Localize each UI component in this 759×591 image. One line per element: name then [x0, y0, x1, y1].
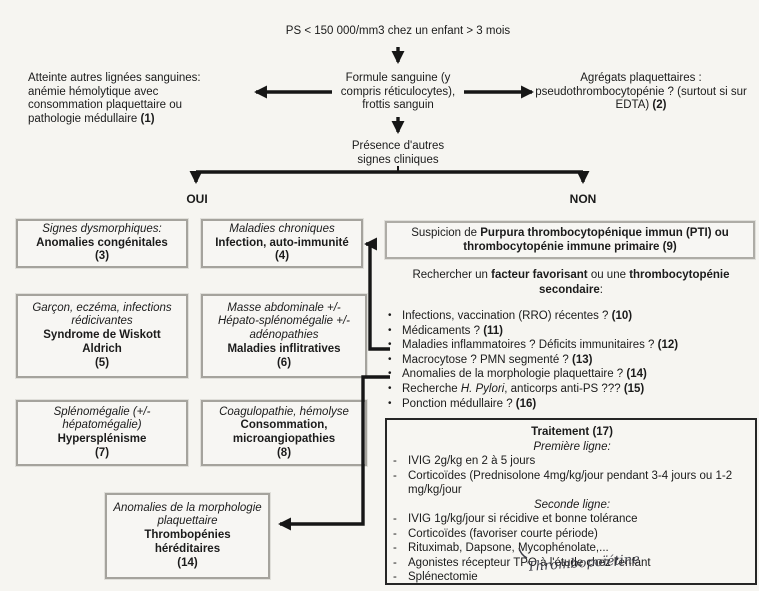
treatment-box: Traitement (17) Première ligne: - IVIG 2…: [385, 418, 757, 585]
dash-icon: -: [393, 556, 397, 569]
note-agregats: Agrégats plaquettaires : pseudothrombocy…: [528, 72, 754, 113]
node-box-5: Garçon, eczéma, infections rédicivantes …: [16, 294, 188, 378]
list-item: • Anomalies de la morphologie plaquettai…: [388, 367, 756, 382]
non-label: NON: [569, 192, 597, 206]
ref-2: (2): [652, 99, 667, 112]
box-6-condition: Masse abdominale +/- Hépato-splénomégali…: [217, 301, 350, 342]
secondary-causes-list: • Infections, vaccination (RRO) récentes…: [388, 309, 756, 411]
start-condition-text: PS < 150 000/mm3 chez un enfant > 3 mois: [285, 25, 511, 37]
box-4-diagnosis: Infection, auto-immunité: [215, 236, 349, 249]
bullet-ref: (16): [515, 397, 537, 410]
bullet-ref: (12): [657, 339, 679, 352]
treatment-item: - Corticoïdes (favoriser courte période): [393, 527, 598, 540]
bullet-ref: (14): [626, 368, 647, 381]
treatment-title: Traitement (17): [531, 426, 613, 438]
bullet-icon: •: [388, 368, 392, 380]
list-item: • Maladies inflammatoires ? Déficits imm…: [388, 338, 756, 353]
note-atteinte-lignees: Atteinte autres lignées sanguines: anémi…: [28, 72, 228, 126]
search-b2: thrombocytopénie secondaire: [539, 269, 730, 296]
box-7-diagnosis: Hypersplénisme: [57, 433, 147, 445]
bullet-ref: (11): [483, 324, 504, 337]
list-item: • Recherche H. Pylori, anticorps anti-PS…: [388, 382, 645, 395]
box-14-condition: Anomalies de la morphologie plaquettaire: [113, 501, 262, 528]
box-8-condition: Coagulopathie, hémolyse: [219, 405, 349, 418]
treatment-item: - IVIG 2g/kg en 2 à 5 jours: [393, 455, 536, 467]
treatment-first-line-header: Première ligne:: [533, 440, 611, 453]
box-5-condition: Garçon, eczéma, infections rédicivantes: [32, 301, 172, 328]
dash-icon: -: [393, 542, 397, 554]
dash-icon: -: [393, 455, 397, 467]
bullet-ref: (10): [611, 310, 633, 322]
list-item: • Infections, vaccination (RRO) récentes…: [388, 309, 756, 324]
box-14-ref: (14): [177, 556, 198, 569]
pti-suspicion-box: Suspicion de Purpura thrombocytopénique …: [385, 221, 755, 259]
box-6-ref: (6): [276, 356, 292, 369]
note-agregats-text: Agrégats plaquettaires : pseudothrombocy…: [535, 72, 747, 112]
bullet-icon: •: [388, 397, 392, 409]
box-4-ref: (4): [274, 250, 290, 263]
oui-label: OUI: [186, 192, 208, 206]
bullet-icon: •: [388, 324, 392, 336]
dash-icon: -: [393, 513, 397, 525]
bullet-ref: (13): [572, 353, 593, 366]
box-5-diagnosis: Syndrome de Wiskott Aldrich: [43, 329, 161, 355]
pti-suspicion-diagnosis: Purpura thrombocytopénique immun (PTI) o…: [463, 227, 729, 253]
bullet-text: Infections, vaccination (RRO) récentes ?: [402, 310, 612, 322]
bullet-icon: •: [388, 310, 392, 321]
bullet-text: Ponction médullaire ?: [402, 397, 516, 410]
node-box-4: Maladies chroniques Infection, auto-immu…: [201, 219, 363, 268]
bullet-text: Macrocytose ? PMN segmenté ?: [402, 353, 573, 366]
box-5-ref: (5): [94, 356, 110, 369]
node-box-14: Anomalies de la morphologie plaquettaire…: [105, 493, 270, 579]
search-p1: Rechercher un: [412, 269, 492, 281]
presence-signes-text: Présence d'autres signes cliniques: [351, 140, 445, 166]
box-4-condition: Maladies chroniques: [229, 222, 335, 235]
treatment-item: - Corticoïdes (Prednisolone 4mg/kg/jour …: [393, 469, 733, 497]
dash-icon: -: [393, 527, 397, 540]
bullet-text: Recherche: [402, 382, 461, 395]
box-3-condition: Signes dysmorphiques:: [42, 222, 162, 235]
node-box-7: Splénomégalie (+/- hépatomégalie) Hypers…: [16, 400, 188, 466]
search-p2: ou une: [587, 269, 630, 281]
box-8-diagnosis: Consommation, microangiopathies: [232, 419, 336, 445]
treatment-item: - Agonistes récepteur TPO à l'étude chez…: [393, 556, 651, 569]
list-item: • Macrocytose ? PMN segmenté ? (13): [388, 353, 756, 368]
bullet-icon: •: [388, 382, 392, 394]
bullet-ref: (15): [623, 382, 645, 395]
box-3-ref: (3): [94, 250, 110, 263]
ref-1: (1): [140, 112, 155, 125]
bullet-text: Anomalies de la morphologie plaquettaire…: [402, 368, 627, 381]
box-3-diagnosis: Anomalies congénitales: [36, 236, 168, 249]
box-7-condition: Splénomégalie (+/- hépatomégalie): [53, 405, 151, 432]
node-box-3: Signes dysmorphiques: Anomalies congénit…: [16, 219, 188, 268]
search-p3: :: [599, 283, 603, 296]
dash-icon: -: [393, 469, 397, 482]
box-8-ref: (8): [276, 446, 292, 459]
box-7-ref: (7): [94, 446, 110, 459]
search-factor-header: Rechercher un facteur favorisant ou une …: [390, 268, 752, 297]
list-item: • Médicaments ? (11): [388, 324, 756, 339]
bullet-text: Maladies inflammatoires ? Déficits immun…: [402, 339, 658, 352]
treatment-second-line-header: Seconde ligne:: [533, 498, 611, 511]
arrow-bullets-to-infection-box: [364, 237, 390, 351]
dash-icon: -: [393, 571, 397, 583]
list-item: • Ponction médullaire ? (16): [388, 397, 756, 412]
bullet-icon: •: [388, 339, 392, 351]
node-box-8: Coagulopathie, hémolyse Consommation, mi…: [201, 400, 367, 466]
search-b1: facteur favorisant: [491, 269, 588, 281]
box-6-diagnosis: Maladies inflitratives: [227, 342, 341, 355]
bullet-text: Médicaments ?: [402, 324, 484, 337]
bullet-icon: •: [388, 353, 392, 365]
node-box-6: Masse abdominale +/- Hépato-splénomégali…: [201, 294, 367, 378]
treatment-item: - IVIG 1g/kg/jour si récidive et bonne t…: [393, 513, 638, 525]
note-atteinte-text: Atteinte autres lignées sanguines: anémi…: [28, 72, 201, 125]
treatment-item: - Splénectomie: [393, 571, 478, 583]
box-14-diagnosis: Thrombopénies héréditaires: [144, 529, 231, 555]
pti-suspicion-prefix: Suspicion de: [411, 227, 481, 239]
treatment-item: - Rituximab, Dapsone, Mycophénolate,...: [393, 542, 609, 554]
formule-sanguine-text: Formule sanguine (y compris réticulocyte…: [340, 72, 456, 112]
